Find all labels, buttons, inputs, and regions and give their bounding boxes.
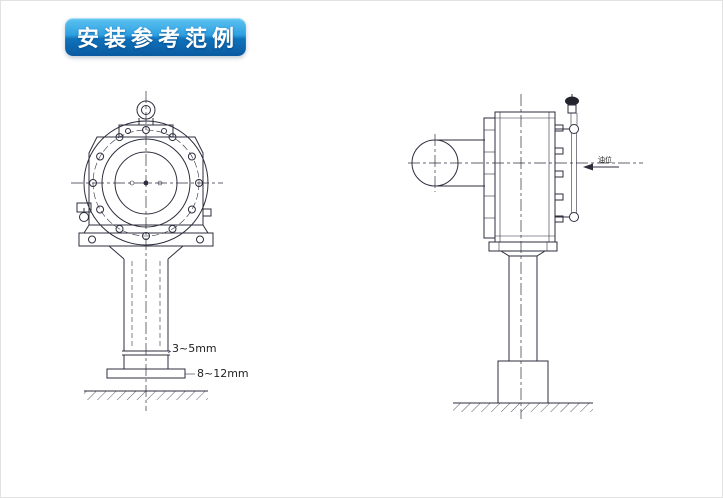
input-shaft <box>411 139 485 187</box>
breather-cap-icon <box>565 94 579 125</box>
base-block <box>497 360 549 404</box>
support-column-side <box>508 255 538 362</box>
dimension-label-base: 8~12mm <box>197 367 249 380</box>
page-title: 安装参考范例 <box>76 27 239 52</box>
ground-hatch-front <box>84 390 208 400</box>
title-badge: 安装参考范例 <box>65 18 246 56</box>
flange-bolts <box>89 126 203 240</box>
support-column <box>123 259 169 369</box>
pointer-arrow-icon <box>583 163 619 171</box>
front-view: 3~5mm 8~12mm <box>71 91 249 411</box>
flange-circles <box>83 120 209 246</box>
ground-hatch-side <box>453 402 593 412</box>
arrow-label: 油位 <box>598 155 612 164</box>
dimension-label-gap: 3~5mm <box>172 342 217 355</box>
gearbox-housing <box>76 124 212 234</box>
gap-lines <box>122 350 172 356</box>
gearbox-body-side <box>483 111 564 243</box>
base-plate <box>106 368 195 379</box>
oil-level-gauge <box>555 124 579 222</box>
side-view: 油位 <box>408 94 643 419</box>
bottom-bracket-side <box>488 241 558 257</box>
mounting-bracket <box>78 232 214 260</box>
